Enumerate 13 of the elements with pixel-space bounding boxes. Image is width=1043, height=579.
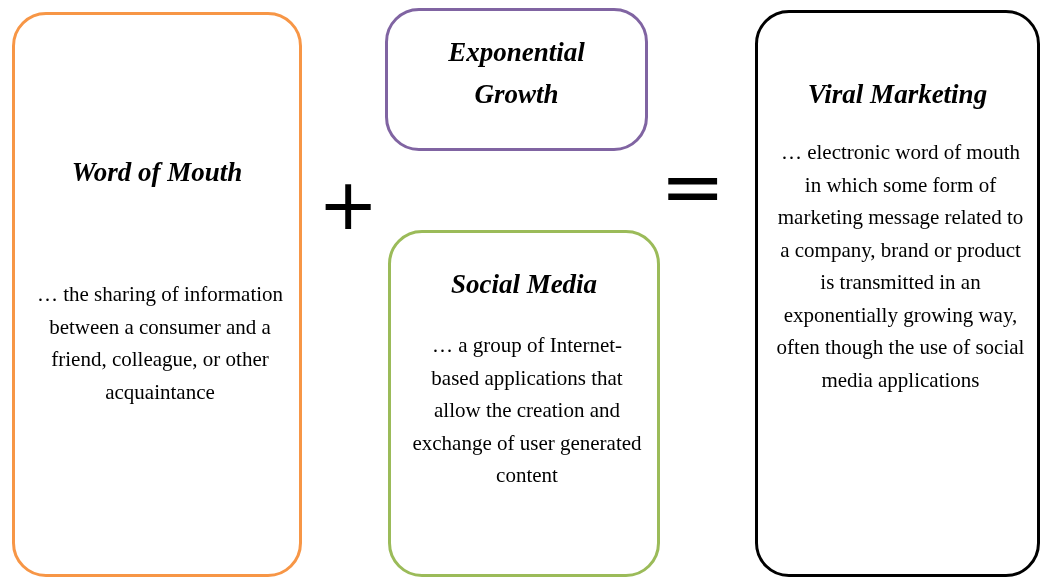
box-heading: Word of Mouth	[70, 156, 244, 189]
equals-sign: =	[660, 148, 726, 226]
definition-box	[755, 10, 1040, 577]
definition-box	[385, 8, 648, 151]
box-heading: Exponential Growth	[447, 36, 586, 111]
box-description: … electronic word of mouth in which some form of marketing message related to a company, brand or product is transmitted in an exponentially growing way, often though the use of social media applications	[776, 139, 1025, 394]
box-description: … a group of Internet-based applications that allow the creation and exchange of user generated content	[411, 332, 643, 489]
definition-box	[12, 12, 302, 577]
definition-box	[388, 230, 660, 577]
plus-sign: +	[318, 168, 379, 240]
box-heading: Social Media	[449, 268, 599, 301]
box-description: … the sharing of information between a consumer and a friend, colleague, or other acquaintance	[35, 281, 285, 406]
box-heading: Viral Marketing	[806, 78, 989, 111]
